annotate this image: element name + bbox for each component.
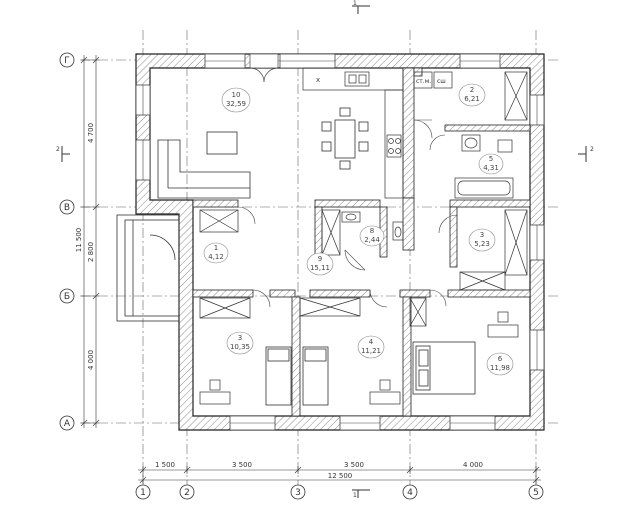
svg-text:2: 2 — [470, 86, 474, 94]
room-10-marker: 10 32,59 — [221, 87, 251, 113]
bottom-total-dim: 12 500 — [328, 472, 353, 480]
left-dimension-lines — [80, 55, 100, 428]
svg-text:5,23: 5,23 — [474, 240, 490, 248]
section-right-label: 2 — [590, 146, 594, 153]
svg-text:8: 8 — [370, 227, 374, 235]
svg-text:6,21: 6,21 — [464, 95, 480, 103]
room-1-marker: 1 4,12 — [203, 242, 229, 264]
svg-text:10: 10 — [232, 91, 241, 99]
col-label-3: 3 — [295, 488, 301, 498]
row-axis-markers — [59, 52, 75, 431]
svg-text:4,12: 4,12 — [208, 253, 224, 261]
row-label-a: А — [64, 419, 71, 429]
interior-walls — [192, 67, 531, 417]
col-label-2: 2 — [184, 488, 190, 498]
row-label-g: Г — [64, 56, 70, 66]
section-left-label: 2 — [56, 146, 60, 153]
svg-text:15,11: 15,11 — [310, 264, 330, 272]
svg-text:4,31: 4,31 — [483, 164, 499, 172]
room-4-marker: 4 11,21 — [357, 335, 385, 359]
dining-table — [321, 107, 369, 170]
svg-text:4: 4 — [369, 338, 374, 346]
left-dim-1: 4 700 — [87, 123, 95, 143]
bottom-dimension-lines — [138, 466, 541, 484]
dryer-label: сш — [437, 78, 446, 85]
left-dim-2: 2 800 — [87, 242, 95, 262]
room-3-small-marker: 3 5,23 — [468, 228, 496, 252]
room-markers: 10 32,59 2 6,21 5 4,31 8 2,44 3 5,23 1 4… — [203, 83, 514, 376]
room-6-marker: 6 11,98 — [486, 352, 514, 376]
room-2-marker: 2 6,21 — [458, 83, 486, 107]
left-dim-3: 4 000 — [87, 350, 95, 370]
section-bottom-label: 1 — [353, 492, 357, 499]
bottom-dim-3: 3 500 — [344, 461, 364, 469]
section-top-label: 1 — [353, 0, 357, 7]
bottom-dim-4: 4 000 — [463, 461, 483, 469]
svg-text:5: 5 — [489, 155, 493, 163]
interior-doors — [237, 119, 458, 308]
closets — [199, 71, 528, 327]
sofa — [157, 131, 251, 199]
col-label-5: 5 — [533, 488, 539, 498]
svg-text:3: 3 — [480, 231, 484, 239]
svg-text:6: 6 — [498, 355, 503, 363]
fridge-label: х — [316, 76, 320, 84]
kitchen — [302, 67, 453, 199]
svg-text:11,98: 11,98 — [490, 364, 510, 372]
entry-door — [249, 53, 279, 83]
svg-text:2,44: 2,44 — [364, 236, 380, 244]
room-9-marker: 9 15,11 — [306, 252, 334, 276]
washer-label: ст.м. — [416, 78, 431, 85]
bathroom-fixtures — [341, 134, 514, 241]
svg-text:1: 1 — [214, 244, 218, 252]
section-marks — [61, 5, 587, 498]
col-label-1: 1 — [140, 488, 146, 498]
desks — [199, 311, 519, 405]
porch — [116, 214, 180, 322]
room-8-marker: 8 2,44 — [359, 225, 385, 247]
bottom-dim-1: 1 500 — [155, 461, 175, 469]
row-label-b: Б — [64, 292, 70, 302]
exterior-walls — [135, 53, 545, 431]
svg-text:10,35: 10,35 — [230, 343, 250, 351]
svg-text:3: 3 — [238, 334, 242, 342]
svg-text:9: 9 — [318, 255, 322, 263]
col-axis-markers — [135, 484, 544, 500]
svg-text:32,59: 32,59 — [226, 100, 246, 108]
svg-text:11,21: 11,21 — [361, 347, 381, 355]
left-total-dim: 11 500 — [75, 228, 83, 253]
col-label-4: 4 — [407, 488, 413, 498]
room-3-marker: 3 10,35 — [226, 331, 254, 355]
row-label-v: В — [64, 203, 70, 213]
bottom-dim-2: 3 500 — [232, 461, 252, 469]
room-5-marker: 5 4,31 — [478, 153, 504, 175]
beds — [265, 341, 476, 406]
